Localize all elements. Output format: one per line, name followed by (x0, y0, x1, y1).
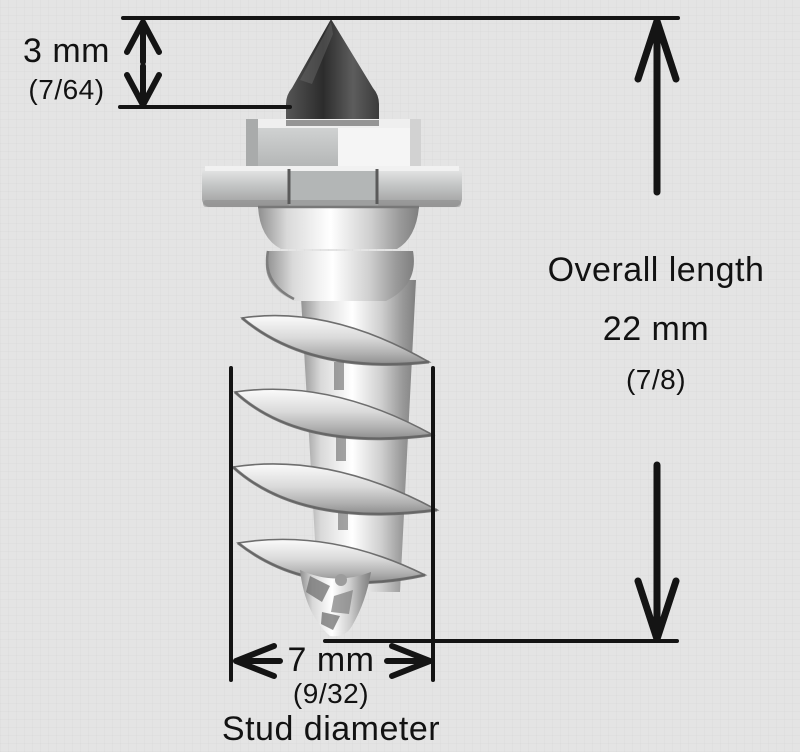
stud-thread-flights (231, 314, 440, 584)
stud-diameter-metric-label: 7 mm (287, 641, 375, 679)
tip-height-imperial-label: (7/64) (28, 74, 105, 105)
overall-length-down-arrow-icon (634, 461, 680, 643)
overall-length-title-label: Overall length (547, 251, 765, 289)
overall-length-up-arrow-icon (634, 17, 680, 196)
tip-height-down-arrow-icon (124, 63, 162, 108)
stud-carbide-tip (286, 19, 379, 120)
tip-height-metric-label: 3 mm (23, 32, 110, 70)
stud-flange (202, 166, 462, 207)
diameter-left-arrow-icon (233, 643, 283, 679)
stud-bottom-tip (300, 570, 371, 637)
stud-hex-head (246, 119, 421, 167)
stud-diameter-imperial-label: (9/32) (292, 678, 370, 709)
stud-neck-ring (258, 207, 419, 249)
overall-length-imperial-label: (7/8) (625, 364, 687, 395)
stud-illustration (202, 19, 462, 637)
diameter-right-arrow-icon (384, 643, 433, 679)
tip-height-up-arrow-icon (124, 19, 162, 65)
overall-length-metric-label: 22 mm (602, 310, 710, 348)
stud-neck-ring (265, 251, 414, 301)
dimension-annotations (118, 16, 680, 682)
stud-diameter-caption-label: Stud diameter (221, 710, 441, 748)
